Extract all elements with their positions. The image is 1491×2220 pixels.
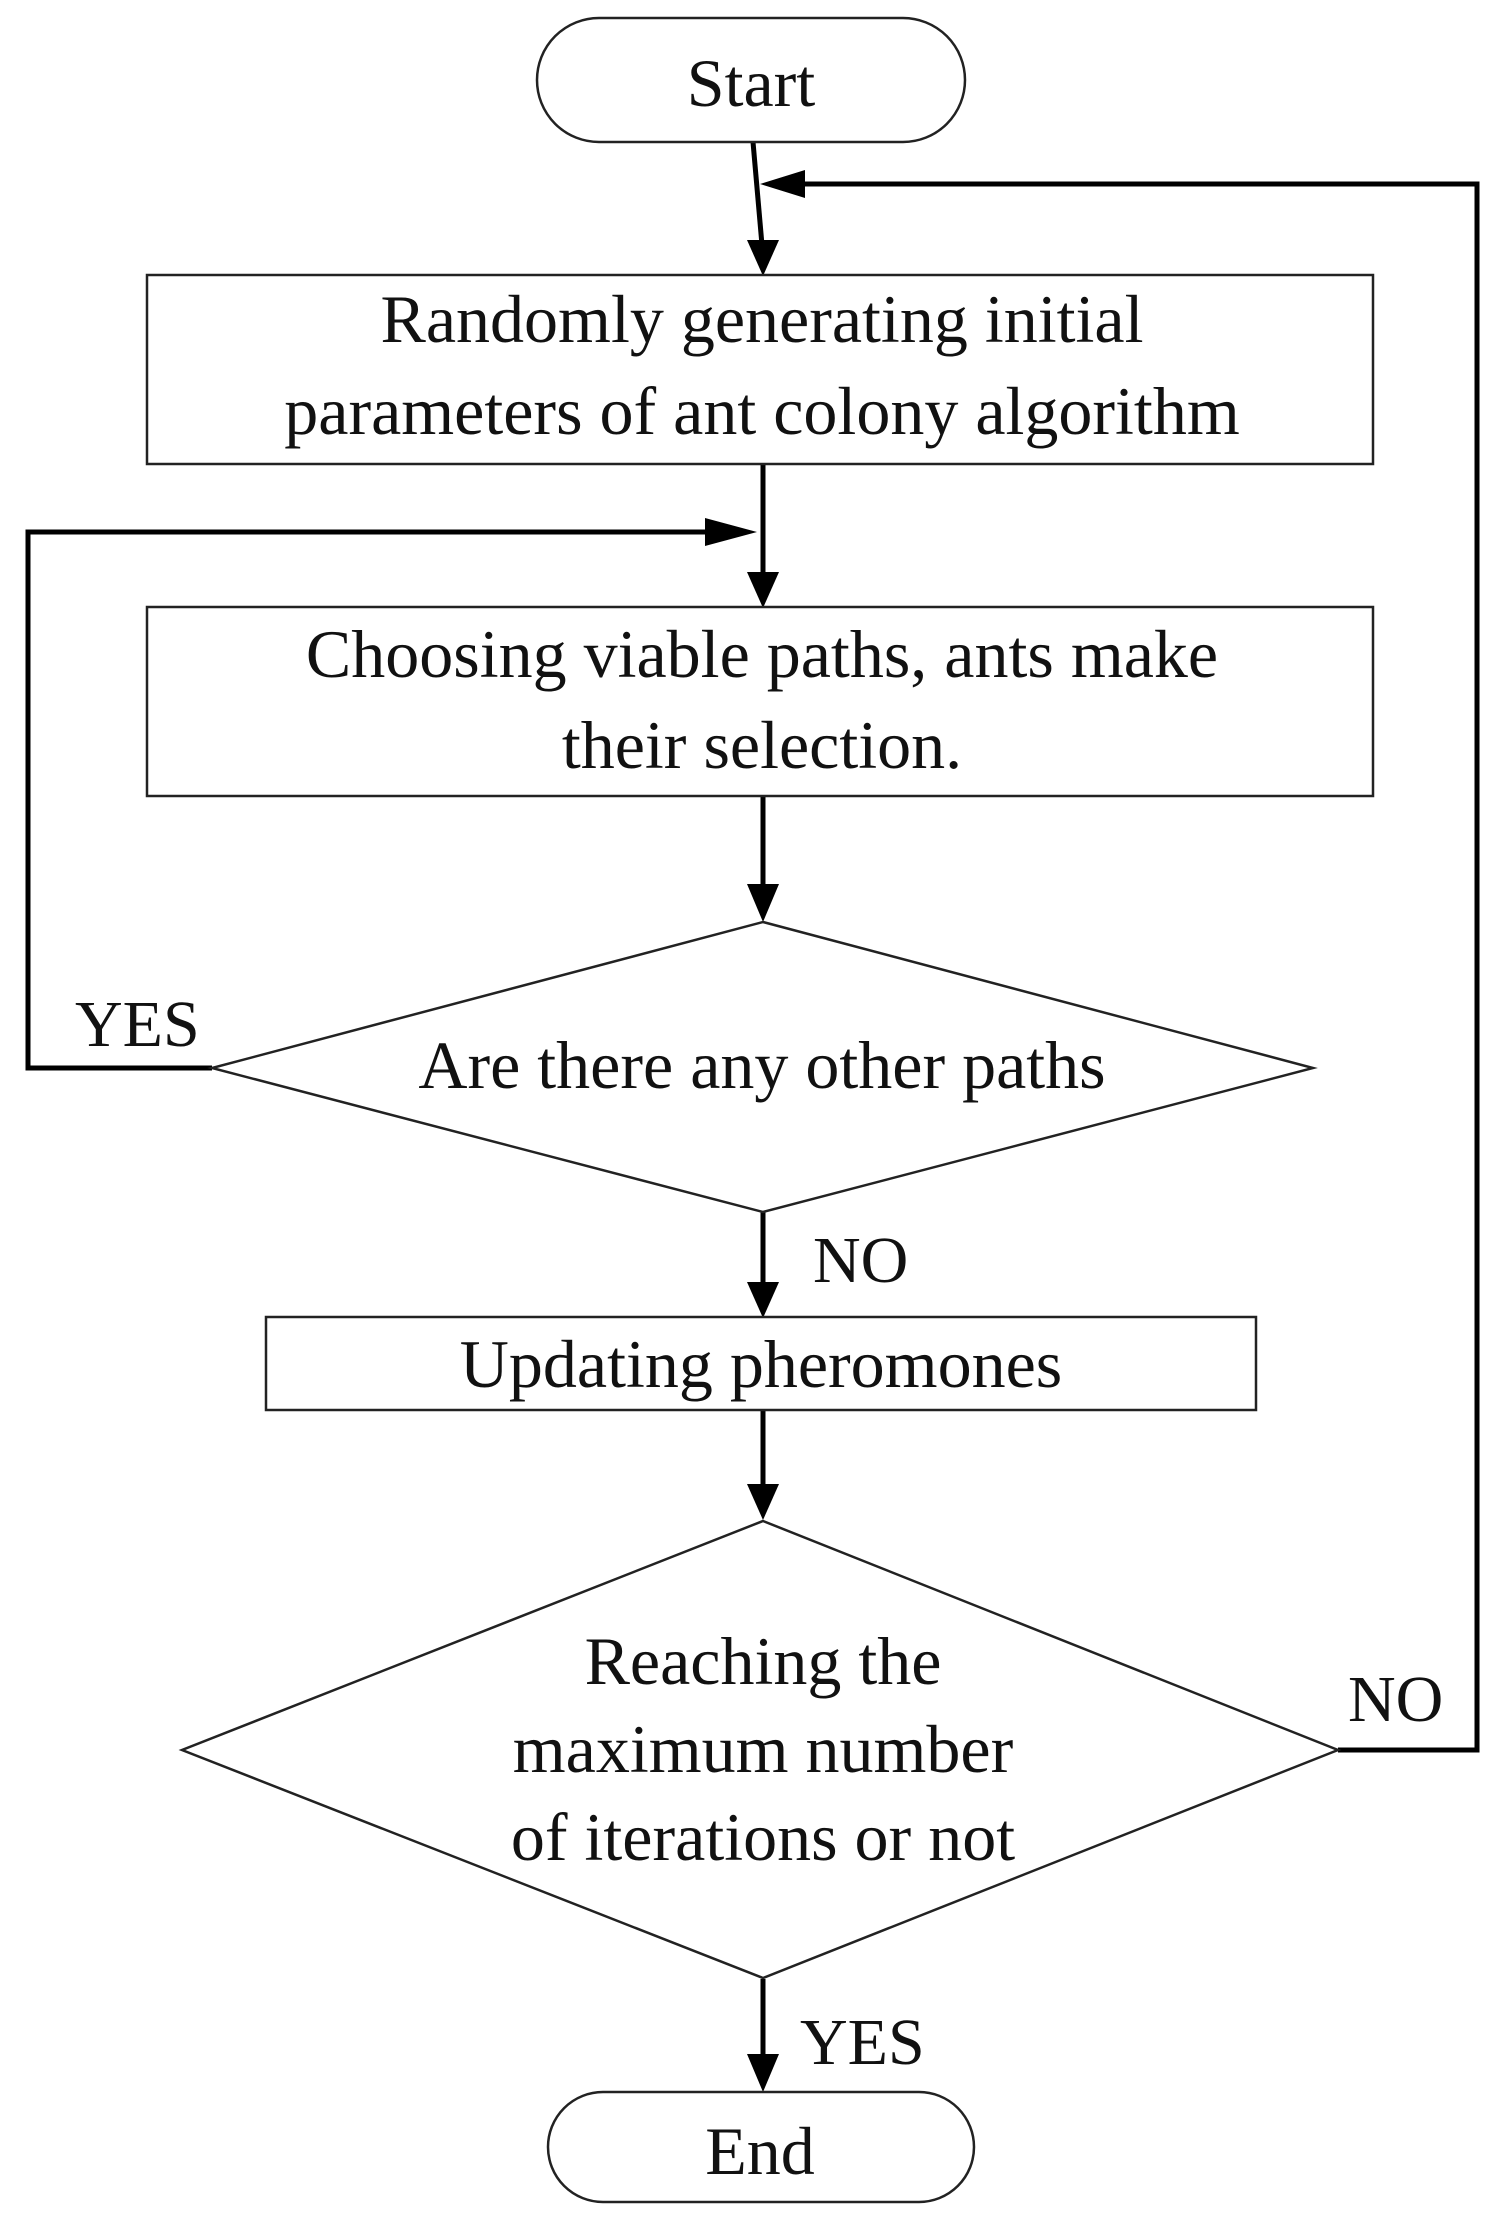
update-pheromones-box [264,1315,1258,1412]
max-iter-label-line-3: of iterations or not [511,1799,1015,1875]
edge-label-max-iter-yes: YES [800,2006,925,2079]
other-paths-label: Are there any other paths [418,1027,1105,1103]
max-iter-label-line-1: Reaching the [585,1623,942,1699]
other-paths-decision [207,920,1318,1214]
edge-label-max-iter-no: NO [1348,1663,1443,1736]
init-process-box [145,273,1375,466]
choose-label-line-1: Choosing viable paths, ants make [306,616,1218,692]
arrowhead-other-paths-to-update [747,1282,779,1318]
init-label-line-2: parameters of ant colony algorithm [284,373,1239,449]
choose-paths-box [145,605,1375,798]
choose-label-line-2: their selection. [562,707,962,783]
end-label: End [705,2113,815,2189]
init-label-line-1: Randomly generating initial [381,281,1144,357]
edge-max-iter-no-loop [805,181,1480,1753]
max-iterations-decision [178,1519,1342,1980]
update-label: Updating pheromones [460,1326,1062,1402]
arrowhead-loop-back-to-init [760,170,805,198]
max-iter-label-line-2: maximum number [513,1711,1014,1787]
arrowhead-max-iter-to-end [747,2054,779,2092]
edge-other-paths-yes-loop [25,529,710,1071]
start-label: Start [687,45,816,121]
edge-label-other-paths-no: NO [813,1224,908,1297]
arrowhead-other-paths-yes-loop [705,518,757,546]
arrowhead-start-to-init [747,240,779,276]
arrowhead-update-to-max-iter [747,1484,779,1520]
start-terminator [535,16,967,144]
edge-label-other-paths-yes: YES [75,988,200,1061]
edge-start-to-init [750,141,765,246]
arrowhead-init-to-choose [747,572,779,608]
end-terminator [546,2090,976,2204]
arrowhead-choose-to-other-paths [747,884,779,922]
